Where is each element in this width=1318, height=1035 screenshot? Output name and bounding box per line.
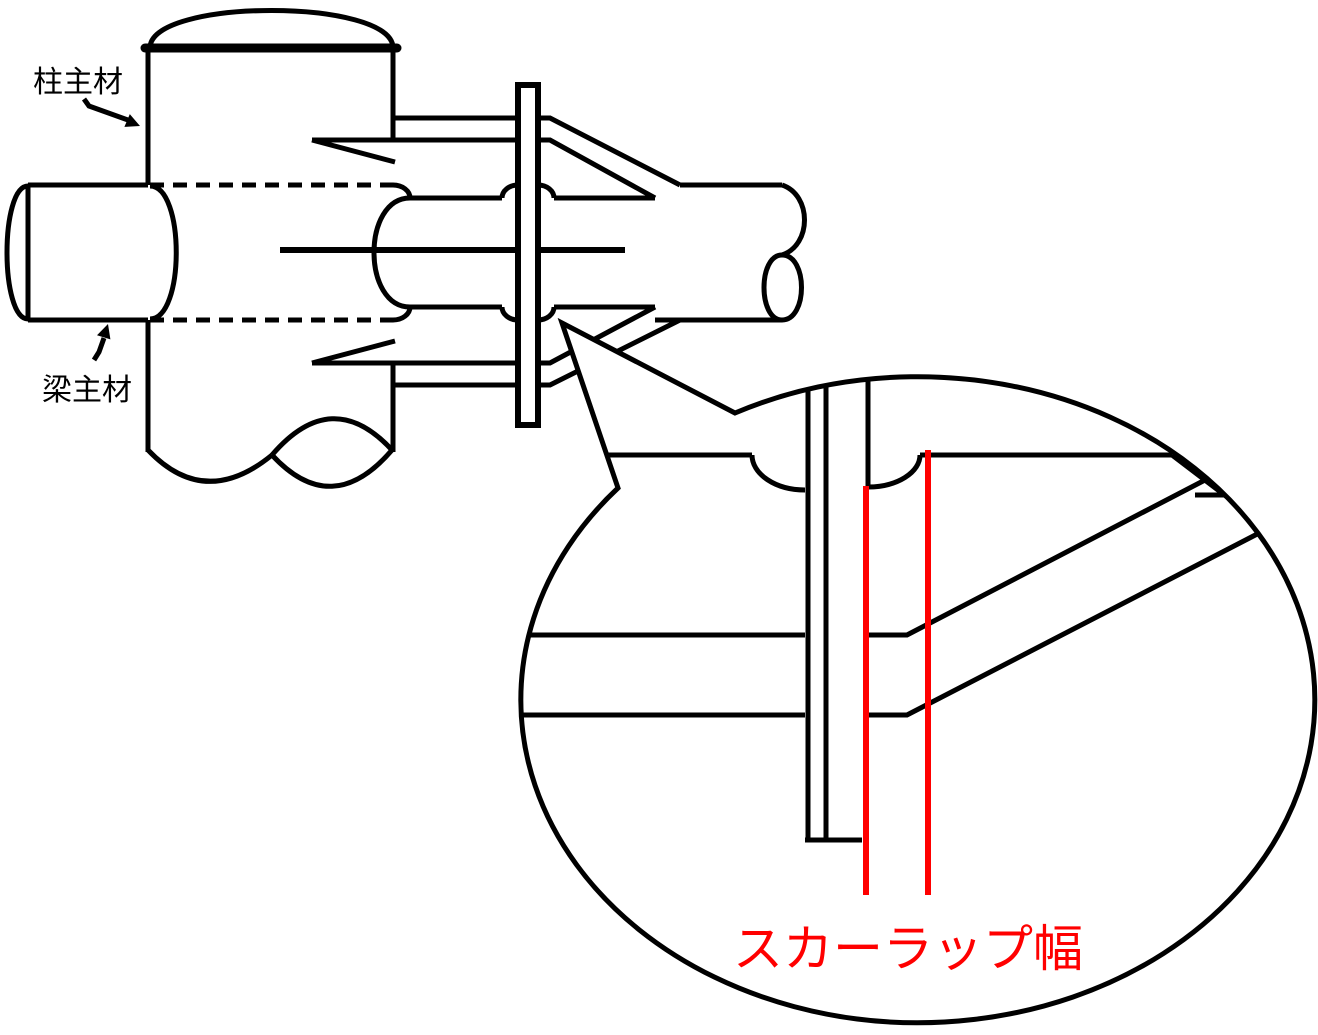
beam-break-lobe-left (761, 252, 783, 323)
detail-lower-flange-right-bottom (868, 527, 1267, 718)
beam-section-ellipse (149, 183, 179, 322)
scallop-top-column (392, 182, 413, 199)
column-top-dome (147, 8, 396, 49)
end-plate (515, 82, 541, 428)
column-label-arrow-shaft (81, 97, 129, 123)
beam-label-arrow-shaft (91, 337, 107, 362)
beam (4, 182, 807, 323)
column (140, 8, 402, 489)
detail-scallop-right (867, 454, 923, 490)
beam-label-arrow (91, 324, 111, 362)
beam-break-lobe-right (781, 252, 804, 323)
detail-scallop-left (749, 454, 806, 493)
scallop-width-label: スカーラップ幅 (733, 920, 1083, 978)
beam-main-member-label: 梁主材 (42, 373, 132, 408)
column-break-lobe-bottom (270, 448, 394, 489)
detail-callout-background (520, 323, 1315, 1023)
column-main-member-label: 柱主材 (33, 65, 123, 100)
column-label-arrowhead (124, 114, 140, 127)
upper-haunch-inner (538, 137, 657, 201)
column-break-left (146, 448, 274, 484)
beam-label-arrowhead (97, 324, 111, 340)
beam-break-top (780, 182, 807, 258)
lower-haunch-inner (538, 304, 657, 366)
bracket-flanges (311, 115, 682, 388)
upper-wedge-diagonal (311, 137, 396, 165)
lower-wedge-diagonal (311, 338, 396, 366)
lower-haunch-outer (538, 317, 682, 388)
column-label-arrow (81, 97, 140, 127)
scallop-bottom-column (392, 306, 413, 323)
beam-left-end-arc (4, 183, 29, 322)
upper-haunch-outer (538, 115, 682, 188)
detail-callout-content (520, 375, 1267, 895)
column-break-lobe-top (270, 416, 394, 457)
detail-callout-outline (518, 317, 1318, 1026)
